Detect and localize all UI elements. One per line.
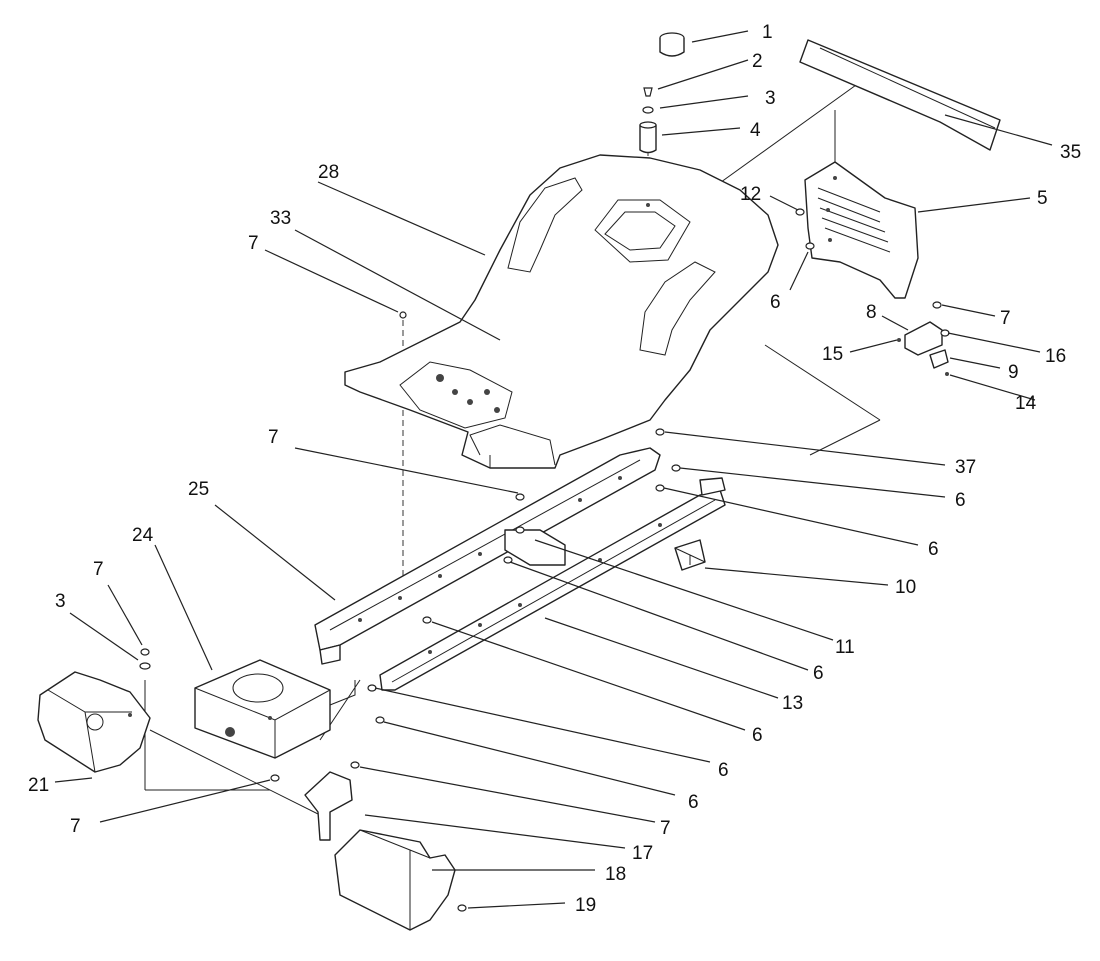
callout-7: 7 (70, 816, 81, 837)
hardware-12-6-7 (795, 208, 942, 309)
part-2-screw (643, 87, 653, 97)
callout-12: 12 (740, 184, 761, 205)
part-28-fender-deck (344, 154, 779, 469)
callout-17: 17 (632, 843, 653, 864)
callout-35: 35 (1060, 142, 1081, 163)
part-24-front-plate (194, 659, 356, 759)
hardware-15-16-14 (897, 329, 950, 376)
callout-8: 8 (866, 302, 877, 323)
callout-11: 11 (835, 637, 855, 658)
callout-16: 16 (1045, 346, 1066, 367)
front-hardware (139, 648, 467, 912)
callout-6: 6 (813, 663, 824, 684)
callout-5: 5 (1037, 188, 1048, 209)
part-13-frame-rail (379, 477, 726, 691)
callout-6: 6 (718, 760, 729, 781)
callout-7: 7 (93, 559, 104, 580)
part-25-frame-rail (314, 447, 661, 665)
part-4-bushing (639, 121, 657, 154)
part-10-bracket (674, 539, 706, 571)
callout-24: 24 (132, 525, 154, 546)
callout-6: 6 (928, 539, 939, 560)
callout-7: 7 (660, 818, 671, 839)
callout-13: 13 (782, 693, 803, 714)
callout-6: 6 (752, 725, 763, 746)
callout-10: 10 (895, 577, 916, 598)
callout-21: 21 (28, 775, 49, 796)
callout-19: 19 (575, 895, 596, 916)
callout-14: 14 (1015, 393, 1037, 414)
part-18-cover (334, 829, 456, 931)
callout-28: 28 (318, 162, 339, 183)
part-1-knob (659, 32, 685, 57)
callout-7: 7 (1000, 308, 1011, 329)
callout-7: 7 (268, 427, 279, 448)
callout-6: 6 (688, 792, 699, 813)
callout-18: 18 (605, 864, 626, 885)
callout-labels: 1 2 3 4 35 5 12 28 33 7 6 7 8 16 15 9 14… (28, 22, 1081, 916)
callout-6: 6 (955, 490, 966, 511)
callout-3: 3 (765, 88, 776, 109)
part-3-washer (642, 106, 654, 114)
callout-37: 37 (955, 457, 976, 478)
part-17-bracket (304, 771, 353, 841)
callout-2: 2 (752, 51, 763, 72)
part-8-switch-bracket (904, 321, 943, 356)
part-35-panel (799, 39, 1001, 151)
callout-7: 7 (248, 233, 259, 254)
part-5-bracket (804, 161, 919, 299)
rail-hardware (367, 311, 681, 724)
part-9-switch (929, 349, 949, 369)
part-21-front-bracket (37, 671, 151, 773)
callout-6: 6 (770, 292, 781, 313)
callout-leaders (54, 30, 1053, 909)
callout-33: 33 (270, 208, 291, 229)
callout-25: 25 (188, 479, 209, 500)
callout-1: 1 (762, 22, 773, 43)
callout-3: 3 (55, 591, 66, 612)
callout-15: 15 (822, 344, 843, 365)
callout-4: 4 (750, 120, 761, 141)
callout-9: 9 (1008, 362, 1019, 383)
